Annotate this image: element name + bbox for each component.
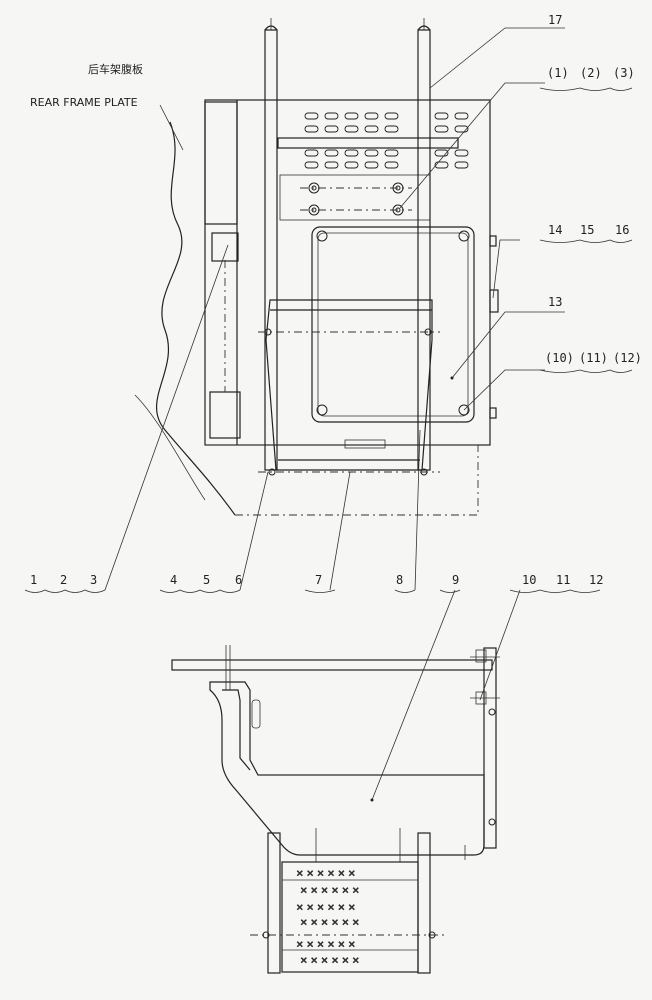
ladder-rails [264, 18, 431, 471]
callout-14: 14 [548, 223, 562, 237]
vertical-plate [483, 647, 497, 849]
inner-panel [311, 226, 475, 423]
leader-9 [371, 589, 456, 801]
callout-dots [370, 376, 454, 802]
callout-4: 4 [170, 573, 177, 587]
callout-7: 7 [315, 573, 322, 587]
callout-2a: (2) [580, 66, 602, 80]
callout-6: 6 [235, 573, 242, 587]
callout-labels: 后车架腹板 REAR FRAME PLATE 17 (1) (2) (3) 14… [30, 13, 642, 587]
top-view [24, 18, 633, 593]
frame-plate-edge [155, 121, 236, 516]
label-rear-frame-en: REAR FRAME PLATE [30, 96, 138, 109]
perforated-tread [281, 861, 419, 973]
lower-mount-tab [209, 391, 241, 439]
lower-leg-left [267, 832, 281, 974]
callout-11a: (11) [579, 351, 608, 365]
svg-text:× × × × × ×: × × × × × × [300, 918, 360, 928]
label-rear-frame-cn: 后车架腹板 [88, 62, 143, 76]
leader-10-12 [479, 589, 521, 701]
callout-3a: (3) [613, 66, 635, 80]
tread-perforations: × × × × × × × × × × × × × × × × × × × × … [296, 869, 360, 967]
callout-10a: (10) [545, 351, 574, 365]
callout-16: 16 [615, 223, 629, 237]
callout-2: 2 [60, 573, 67, 587]
callout-1a: (1) [547, 66, 569, 80]
callout-15: 15 [580, 223, 594, 237]
callout-9: 9 [452, 573, 459, 587]
top-rail [171, 659, 493, 671]
step-bracket-body [209, 681, 485, 856]
callout-13: 13 [548, 295, 562, 309]
callout-8: 8 [396, 573, 403, 587]
bottom-view: × × × × × × × × × × × × × × × × × × × × … [171, 589, 521, 974]
svg-text:× × × × × ×: × × × × × × [296, 940, 356, 950]
mount-bolts [300, 182, 412, 216]
callout-11: 11 [556, 573, 570, 587]
callout-12a: (12) [613, 351, 642, 365]
callout-5: 5 [203, 573, 210, 587]
side-fastener [489, 289, 499, 313]
frame-bracket [204, 101, 238, 225]
callout-10: 10 [522, 573, 536, 587]
svg-text:× × × × × ×: × × × × × × [300, 886, 360, 896]
lower-leg-right [417, 832, 431, 974]
leaders-top [24, 27, 633, 593]
vent-slots [304, 112, 469, 169]
callout-12: 12 [589, 573, 603, 587]
svg-text:× × × × × ×: × × × × × × [296, 869, 356, 879]
callout-17: 17 [548, 13, 562, 27]
svg-text:× × × × × ×: × × × × × × [300, 956, 360, 966]
rail-cross-bar [277, 137, 459, 149]
svg-text:× × × × × ×: × × × × × × [296, 903, 356, 913]
callout-3: 3 [90, 573, 97, 587]
callout-1: 1 [30, 573, 37, 587]
